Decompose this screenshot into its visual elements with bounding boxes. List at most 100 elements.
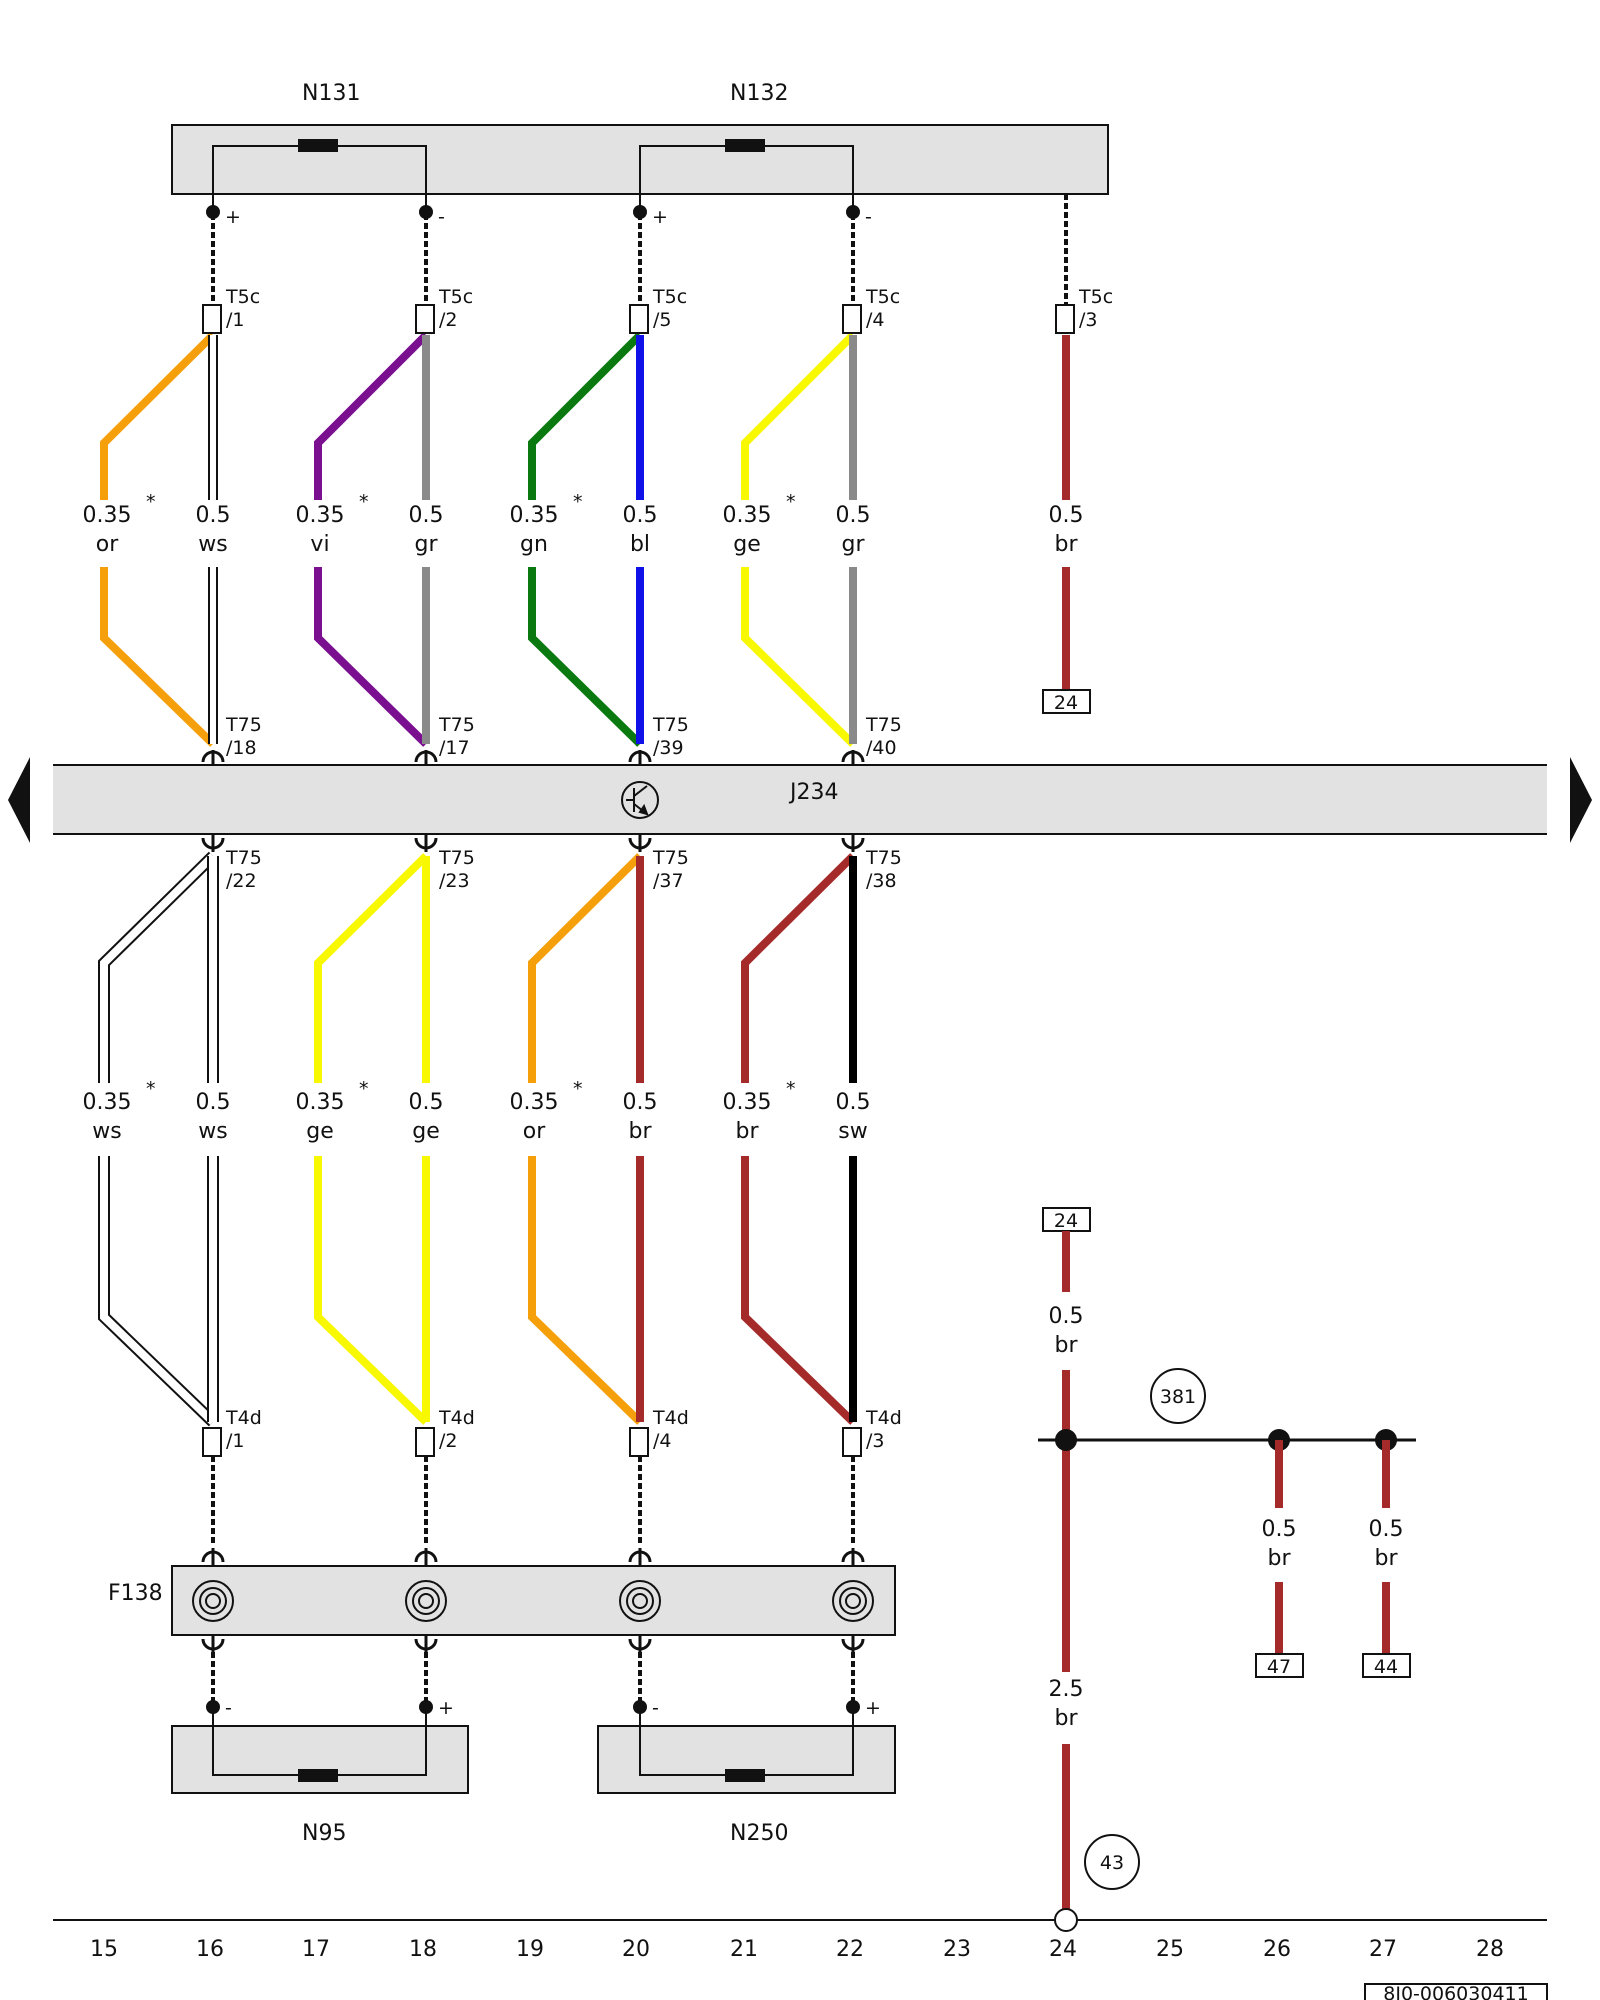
ground-point-icon	[1054, 1908, 1078, 1932]
wire-size: 0.5	[623, 1090, 658, 1115]
j234-bottom-pin-symbols	[201, 834, 865, 852]
t75-37-id: T75	[652, 847, 689, 869]
polarity-plus: +	[225, 206, 241, 228]
wire-size: 0.35	[83, 503, 132, 528]
column-number: 22	[836, 1937, 864, 1962]
t4d-4-id: T4d	[652, 1407, 689, 1429]
t4d-2-pin: /2	[439, 1430, 458, 1452]
t5c-2-pin: /2	[439, 309, 458, 331]
t5c-5-pin: /5	[653, 309, 672, 331]
t75-39-pin: /39	[653, 737, 684, 759]
n250-housing	[597, 1725, 896, 1794]
wire-ge	[741, 567, 856, 747]
left-arrow-icon	[8, 757, 30, 843]
wire-color: vi	[310, 532, 329, 557]
bottom-polarity-dots	[206, 1700, 860, 1714]
wire-color: ge	[412, 1119, 440, 1144]
wire-color: or	[523, 1119, 546, 1144]
doc-number: 8J0-006030411	[1383, 1983, 1528, 2000]
lower-twisted-leads	[211, 1652, 855, 1702]
wire-size: 0.35	[723, 1090, 772, 1115]
n250-label: N250	[730, 1821, 788, 1846]
column-number: 25	[1156, 1937, 1184, 1962]
polarity-minus: -	[438, 206, 445, 228]
wire-br	[741, 1156, 856, 1425]
wire-or	[528, 1156, 643, 1425]
ref-box-47	[1255, 1653, 1304, 1678]
wire-or	[528, 853, 643, 1083]
wire-ge	[741, 332, 856, 500]
n132-coil	[639, 139, 854, 207]
j234-bottom-pin-labels: T75 /22 T75 /23 T75 /37 T75 /38	[225, 847, 902, 892]
wire-size: 0.5	[196, 1090, 231, 1115]
wire-vi	[314, 332, 429, 500]
splice-dots	[1055, 1429, 1397, 1451]
transistor-icon	[621, 781, 659, 819]
n250-coil	[639, 1710, 854, 1782]
wire-color: br	[1054, 1706, 1078, 1731]
t75-38-pin: /38	[866, 870, 897, 892]
wire-size: 2.5	[1049, 1677, 1084, 1702]
ref-box-24	[1042, 689, 1091, 714]
polarity-plus: +	[438, 1697, 454, 1719]
wire-size: 0.35	[510, 1090, 559, 1115]
j234-label: J234	[788, 780, 838, 805]
wire-color: or	[96, 532, 119, 557]
wire-color: bl	[630, 532, 650, 557]
f138-housing	[171, 1565, 896, 1636]
t75-23-id: T75	[438, 847, 475, 869]
wire-or	[100, 567, 216, 747]
n131-label: N131	[302, 81, 360, 106]
ref-box-44	[1362, 1653, 1411, 1678]
t5c-connector-labels: T5c /1 T5c /2 T5c /5 T5c /4 T5c /3	[225, 286, 1113, 331]
n131-coil	[212, 139, 427, 207]
column-number: 26	[1263, 1937, 1291, 1962]
t75-37-pin: /37	[653, 870, 684, 892]
wire-size: 0.35	[510, 503, 559, 528]
asterisk: *	[359, 491, 369, 513]
wire-color: ws	[198, 532, 227, 557]
n132-label: N132	[730, 81, 788, 106]
asterisk: *	[573, 491, 583, 513]
wire-ge	[314, 1156, 429, 1425]
wire-color: ws	[198, 1119, 227, 1144]
t5c-1-id: T5c	[225, 286, 260, 308]
column-number: 16	[196, 1937, 224, 1962]
t5c-3-id: T5c	[1078, 286, 1113, 308]
wire-size: 0.5	[196, 503, 231, 528]
column-number: 21	[730, 1937, 758, 1962]
circle-ref-381-label: 381	[1160, 1386, 1196, 1408]
wire-color: ge	[306, 1119, 334, 1144]
n95-label: N95	[302, 1821, 346, 1846]
wire-color: br	[1054, 532, 1078, 557]
t4d-2-id: T4d	[438, 1407, 475, 1429]
polarity-minus: -	[225, 1697, 232, 1719]
top-twisted-leads	[211, 194, 1068, 305]
asterisk: *	[786, 1078, 796, 1100]
asterisk: *	[573, 1078, 583, 1100]
wire-br	[741, 853, 856, 1083]
lower-asterisks: * * * *	[146, 1078, 796, 1100]
polarity-plus: +	[865, 1697, 881, 1719]
j234-control-unit	[53, 765, 1547, 834]
wire-vi	[314, 567, 429, 747]
column-number: 28	[1476, 1937, 1504, 1962]
wire-size: 0.5	[1262, 1517, 1297, 1542]
wire-ws	[98, 851, 218, 1427]
wire-size: 0.5	[409, 503, 444, 528]
wire-color: gr	[841, 532, 865, 557]
top-polarity-dots	[206, 205, 860, 219]
t75-22-id: T75	[225, 847, 262, 869]
wire-color: br	[1267, 1546, 1291, 1571]
wire-or	[100, 332, 216, 500]
spiral-contact-icon	[192, 1580, 874, 1622]
wire-size: 0.35	[83, 1090, 132, 1115]
wire-size: 0.5	[836, 1090, 871, 1115]
j234-top-pin-labels: T75 /18 T75 /17 T75 /39 T75 /40	[225, 714, 902, 759]
doc-number-box	[1364, 1983, 1548, 2000]
circle-ref-381: 381	[1150, 1368, 1206, 1424]
t4d-connector-labels: T4d /1 T4d /2 T4d /4 T4d /3	[225, 1407, 902, 1452]
wire-color: ge	[733, 532, 761, 557]
wire-ge	[314, 853, 429, 1083]
ground-wire-labels: 0.5 br 0.5 br 0.5 br 2.5 br	[1049, 1304, 1404, 1731]
